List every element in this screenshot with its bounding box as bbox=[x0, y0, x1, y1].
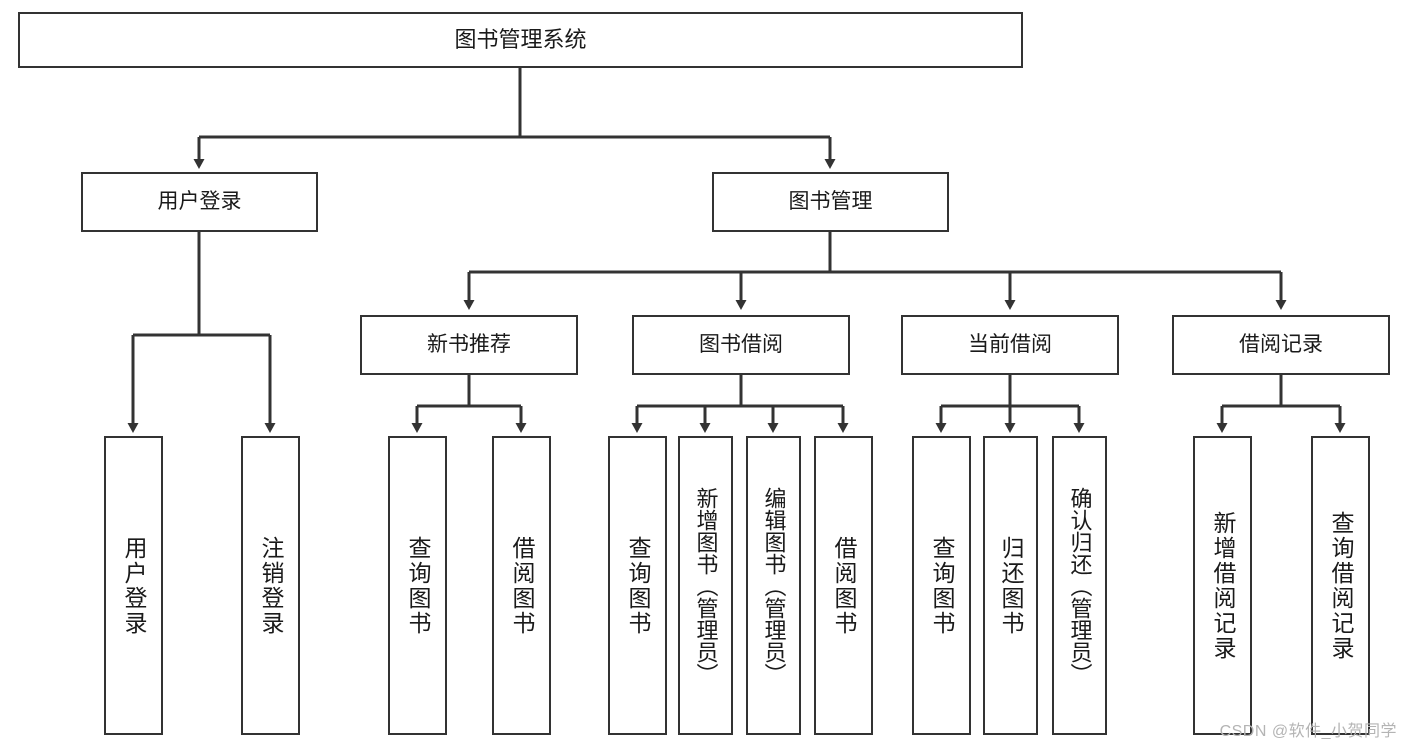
node-book-borrow-label: 图书借阅 bbox=[699, 333, 783, 357]
leaf-confirm-return-admin-label: 确认归还（管理员） bbox=[1067, 486, 1093, 685]
leaf-query-book-new[interactable]: 查询图书 bbox=[388, 436, 447, 735]
leaf-user-logout[interactable]: 注销登录 bbox=[241, 436, 300, 735]
leaf-add-book-admin[interactable]: 新增图书（管理员） bbox=[678, 436, 733, 735]
node-root-label: 图书管理系统 bbox=[454, 26, 587, 52]
leaf-user-login[interactable]: 用户登录 bbox=[104, 436, 163, 735]
leaf-confirm-return-admin[interactable]: 确认归还（管理员） bbox=[1052, 436, 1107, 735]
node-current-borrow[interactable]: 当前借阅 bbox=[901, 315, 1119, 375]
leaf-user-logout-label: 注销登录 bbox=[258, 535, 284, 636]
node-new-book-recommend-label: 新书推荐 bbox=[427, 333, 511, 357]
leaf-query-borrow-record[interactable]: 查询借阅记录 bbox=[1311, 436, 1370, 735]
leaf-return-book-label: 归还图书 bbox=[998, 535, 1024, 636]
leaf-edit-book-admin[interactable]: 编辑图书（管理员） bbox=[746, 436, 801, 735]
node-borrow-records[interactable]: 借阅记录 bbox=[1172, 315, 1390, 375]
leaf-query-book-current-label: 查询图书 bbox=[929, 535, 955, 636]
leaf-borrow-book-label: 借阅图书 bbox=[831, 535, 857, 636]
leaf-borrow-book-new-label: 借阅图书 bbox=[509, 535, 535, 636]
leaf-return-book[interactable]: 归还图书 bbox=[983, 436, 1038, 735]
node-root[interactable]: 图书管理系统 bbox=[18, 12, 1023, 68]
leaf-query-book-new-label: 查询图书 bbox=[405, 535, 431, 636]
node-book-borrow[interactable]: 图书借阅 bbox=[632, 315, 850, 375]
leaf-edit-book-admin-label: 编辑图书（管理员） bbox=[761, 486, 787, 685]
watermark: CSDN @软件_小贺同学 bbox=[1219, 723, 1397, 740]
node-user-login-label: 用户登录 bbox=[157, 190, 242, 214]
leaf-user-login-label: 用户登录 bbox=[121, 535, 147, 636]
leaf-add-borrow-record-label: 新增借阅记录 bbox=[1210, 510, 1236, 661]
node-current-borrow-label: 当前借阅 bbox=[968, 333, 1052, 357]
leaf-borrow-book-new[interactable]: 借阅图书 bbox=[492, 436, 551, 735]
node-book-management[interactable]: 图书管理 bbox=[712, 172, 949, 232]
leaf-query-book-borrow-label: 查询图书 bbox=[625, 535, 651, 636]
node-user-login[interactable]: 用户登录 bbox=[81, 172, 318, 232]
node-borrow-records-label: 借阅记录 bbox=[1239, 333, 1323, 357]
leaf-add-book-admin-label: 新增图书（管理员） bbox=[693, 486, 719, 685]
node-new-book-recommend[interactable]: 新书推荐 bbox=[360, 315, 578, 375]
node-book-management-label: 图书管理 bbox=[788, 190, 873, 214]
leaf-add-borrow-record[interactable]: 新增借阅记录 bbox=[1193, 436, 1252, 735]
leaf-query-book-borrow[interactable]: 查询图书 bbox=[608, 436, 667, 735]
leaf-query-book-current[interactable]: 查询图书 bbox=[912, 436, 971, 735]
leaf-query-borrow-record-label: 查询借阅记录 bbox=[1328, 510, 1354, 661]
leaf-borrow-book[interactable]: 借阅图书 bbox=[814, 436, 873, 735]
